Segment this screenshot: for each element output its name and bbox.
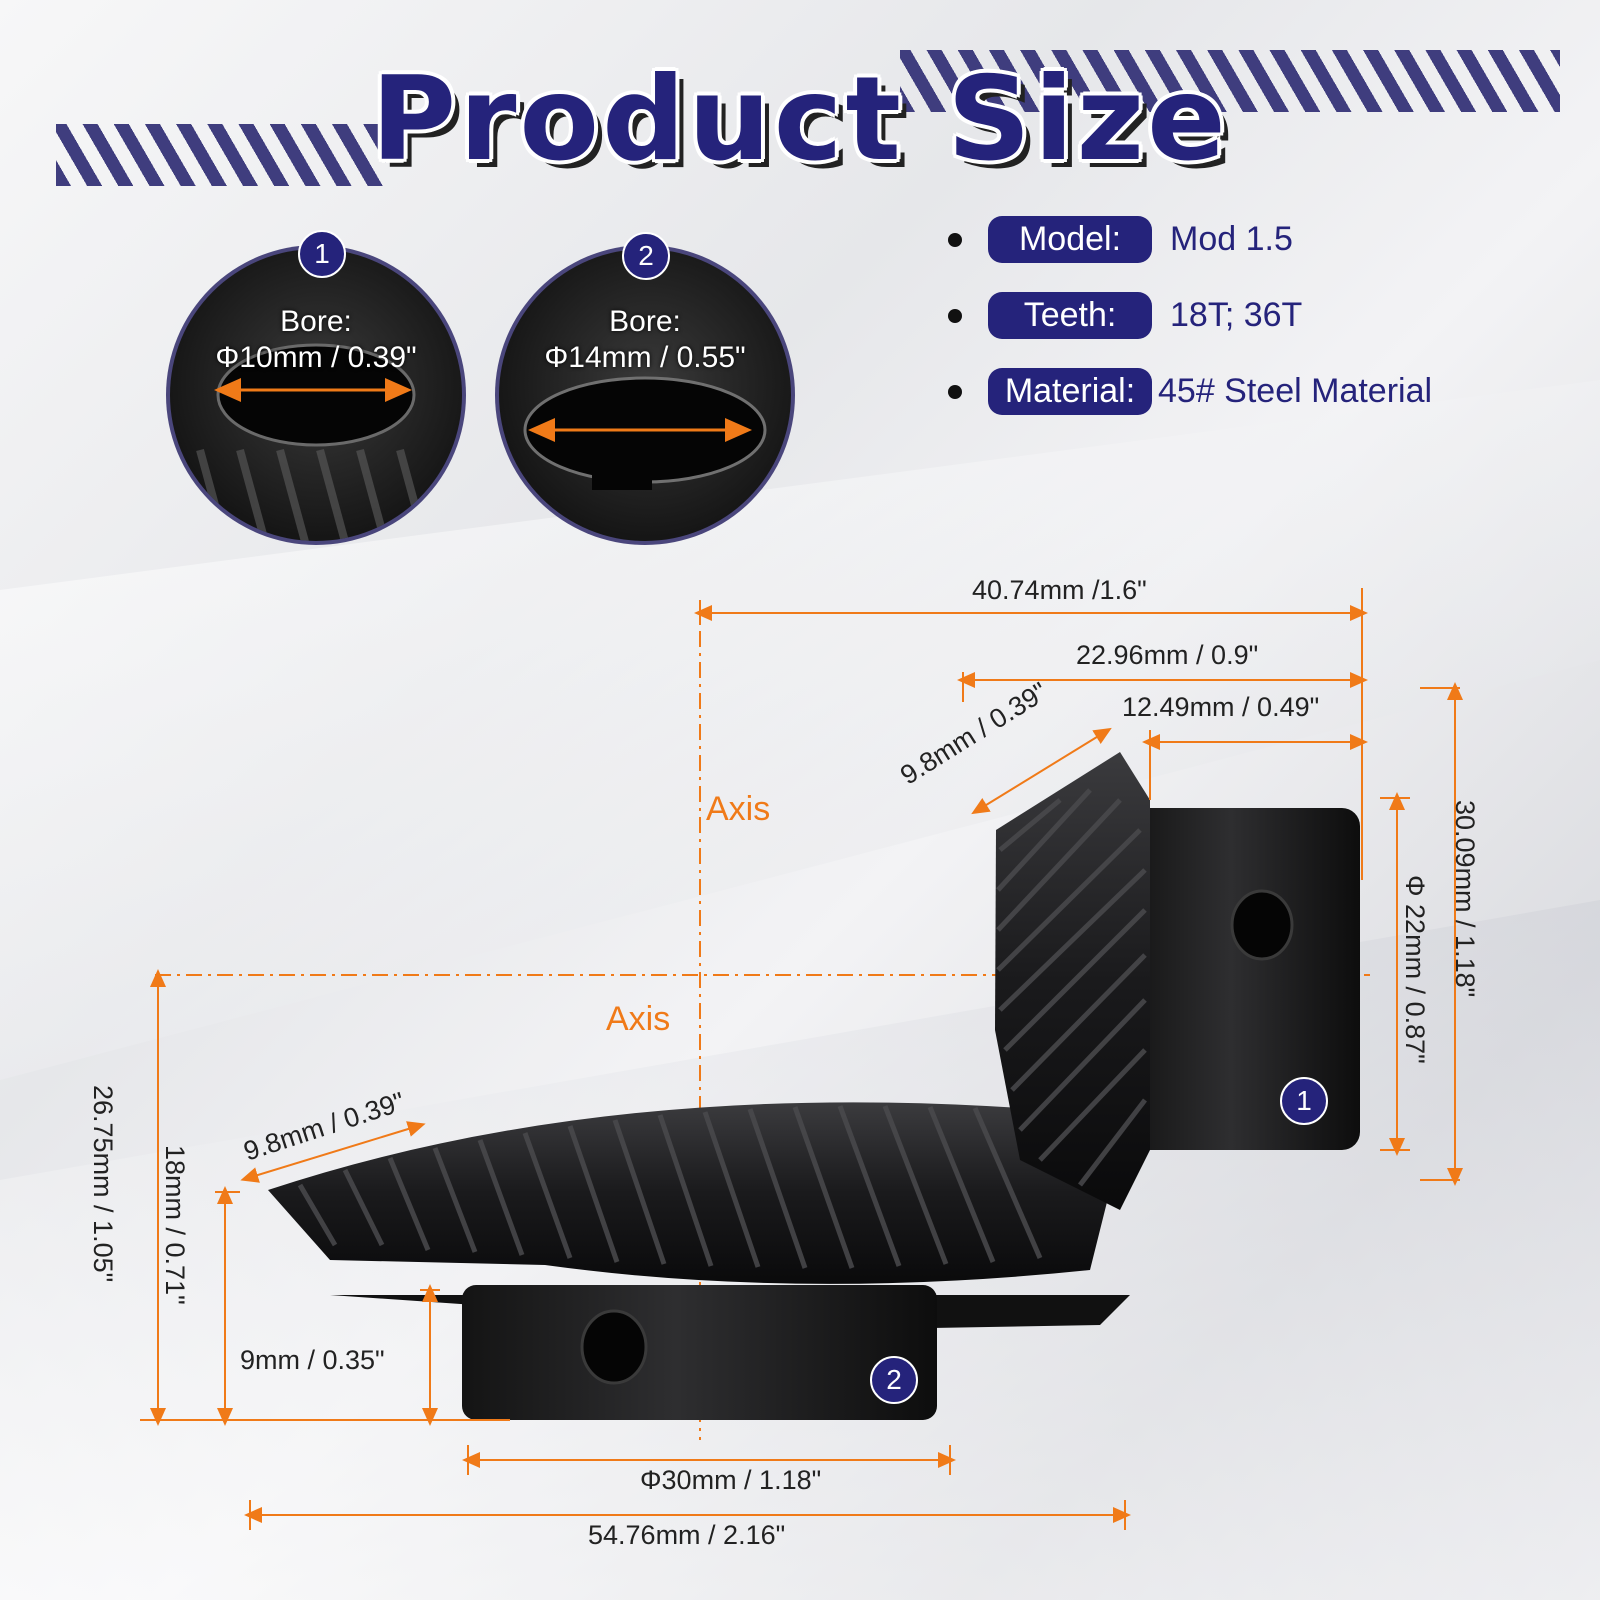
gear-36t [268,1102,1130,1420]
spec-label: Teeth: [988,292,1152,339]
dim-hub-height: 9mm / 0.35" [240,1345,385,1375]
bore-badge-2: 2 [622,232,670,280]
dim-large-gear-height: 26.75mm / 1.05" [88,1085,118,1283]
bullet-icon [948,308,962,323]
bore-label-2: Bore: Φ14mm / 0.55" [515,304,775,376]
dim-gear-body-height: 18mm / 0.71" [160,1145,190,1305]
dim-small-gear-height: 30.09mm / 1.18" [1450,800,1480,998]
spec-material: Material: 45# Steel Material [948,368,1432,415]
gear-badge-2: 2 [870,1356,918,1404]
spec-value: 45# Steel Material [1158,372,1433,410]
dim-overall-width-top: 40.74mm /1.6" [972,575,1147,605]
gear-badge-1: 1 [1280,1077,1328,1125]
bore-closeup-2 [495,245,795,545]
bore-label-1: Bore: Φ10mm / 0.39" [186,304,446,376]
dim-overall-width-bottom: 54.76mm / 2.16" [588,1520,786,1550]
decor-stripes-left [56,124,386,186]
dim-hub-diameter: Φ 22mm / 0.87" [1400,875,1430,1064]
gear-18t [995,752,1360,1210]
dim-small-gear-width: 22.96mm / 0.9" [1076,640,1259,670]
spec-model: Model: Mod 1.5 [948,216,1293,263]
bore-title: Bore: [609,305,681,338]
dim-hub-length: 12.49mm / 0.49" [1122,692,1320,722]
dim-large-hub-diameter: Φ30mm / 1.18" [640,1465,822,1495]
axis-label-horizontal: Axis [606,1000,671,1038]
bore-value: Φ10mm / 0.39" [215,341,417,374]
axis-label-vertical: Axis [706,790,771,828]
bore-value: Φ14mm / 0.55" [544,341,746,374]
spec-label: Material: [988,368,1152,415]
decor-stripes-right [900,50,1560,112]
spec-value: 18T; 36T [1170,296,1303,334]
spec-teeth: Teeth: 18T; 36T [948,292,1302,339]
bullet-icon [948,232,962,247]
bore-title: Bore: [280,305,352,338]
page-title: Product Size [371,52,1229,187]
spec-value: Mod 1.5 [1170,220,1293,258]
spec-label: Model: [988,216,1152,263]
bore-badge-1: 1 [298,230,346,278]
bullet-icon [948,384,962,399]
bore-closeup-1 [166,245,466,545]
